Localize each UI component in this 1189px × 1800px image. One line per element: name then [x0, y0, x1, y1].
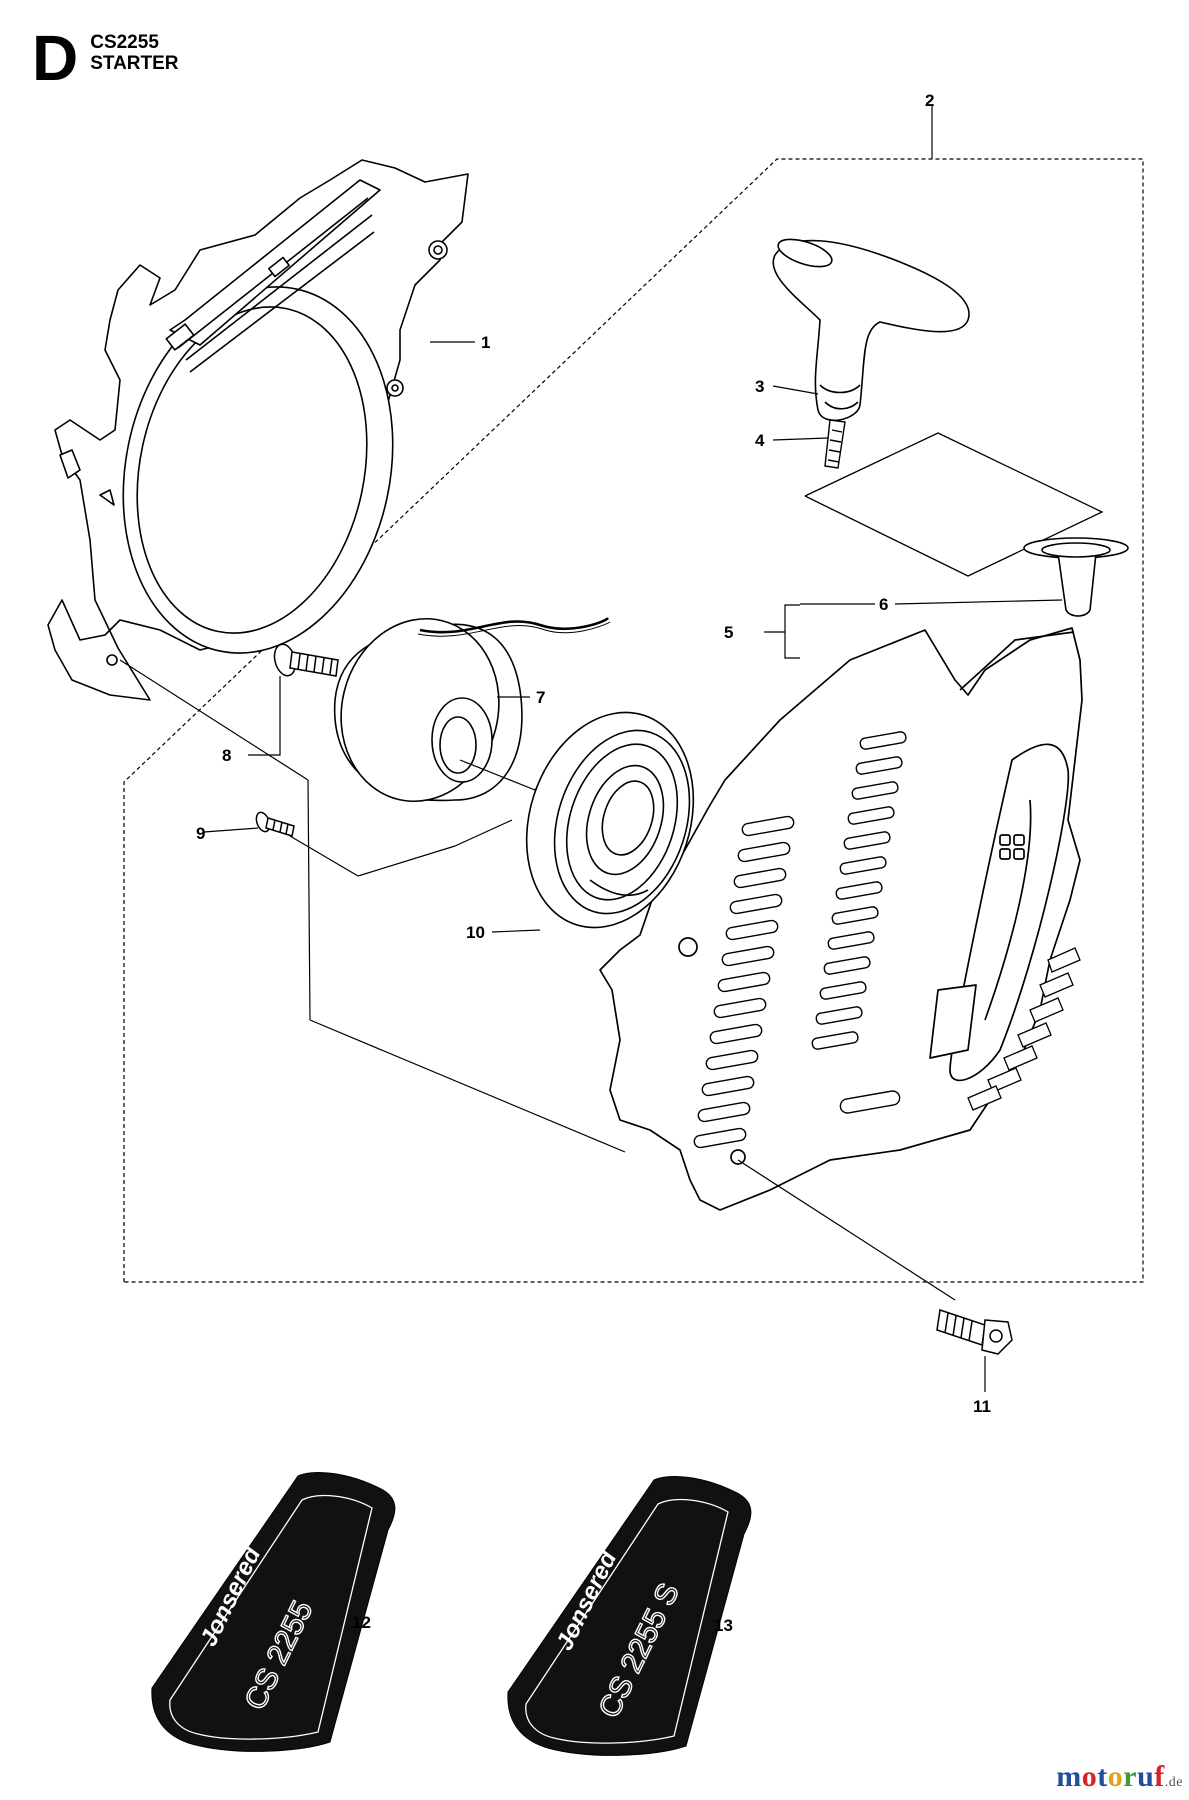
callout-10: 10 [466, 923, 485, 942]
diagram-header: D CS2255 STARTER [32, 22, 179, 94]
header-text: CS2255 STARTER [90, 32, 178, 74]
rope-guide-part [1023, 537, 1129, 617]
small-screw-part [255, 811, 295, 837]
decal-cs2255s-part: Jonsered CS 2255 S [507, 1476, 752, 1756]
callout-2: 2 [925, 91, 934, 110]
callout-12: 12 [352, 1613, 371, 1632]
callout-6: 6 [879, 595, 888, 614]
watermark-letter: t [1097, 1760, 1108, 1793]
assembly-group-outline [123, 158, 1144, 1283]
watermark-letter: u [1137, 1760, 1155, 1793]
watermark-brand: motoruf [1056, 1760, 1165, 1793]
watermark-letter: r [1123, 1760, 1138, 1793]
callout-4: 4 [755, 431, 765, 450]
decal-cs2255-part: Jonsered CS 2255 [151, 1472, 396, 1752]
watermark-letter: m [1056, 1760, 1082, 1793]
starter-housing-part [47, 159, 469, 701]
recoil-spring-part [525, 711, 695, 929]
watermark-letter: f [1154, 1760, 1165, 1793]
callout-8: 8 [222, 746, 231, 765]
pulley-screw-part [273, 643, 339, 677]
starter-cover-vents-left [693, 815, 795, 1149]
callout-11: 11 [973, 1397, 991, 1416]
starter-handle-part [772, 238, 970, 422]
model-number: CS2255 [90, 32, 159, 53]
callout-7: 7 [536, 688, 545, 707]
callout-labels: 1 2 3 4 5 6 7 8 9 10 11 12 13 [196, 91, 991, 1635]
starter-cover-fins [967, 947, 1081, 1111]
pulley-part [333, 616, 611, 803]
leader-lines [119, 106, 1063, 1626]
starter-cover-vents-right [811, 731, 907, 1114]
starter-rope-part [804, 419, 1104, 577]
watermark-logo: motoruf.de [1056, 1760, 1183, 1794]
watermark-letter: o [1081, 1760, 1098, 1793]
watermark-suffix: .de [1164, 1775, 1183, 1790]
callout-5: 5 [724, 623, 733, 642]
cover-screw-part [936, 1309, 1013, 1355]
callout-9: 9 [196, 824, 205, 843]
watermark-letter: o [1107, 1760, 1124, 1793]
callout-13: 13 [714, 1616, 733, 1635]
section-letter: D [32, 22, 79, 94]
callout-1: 1 [481, 333, 490, 352]
callout-3: 3 [755, 377, 764, 396]
section-title: STARTER [90, 53, 179, 74]
